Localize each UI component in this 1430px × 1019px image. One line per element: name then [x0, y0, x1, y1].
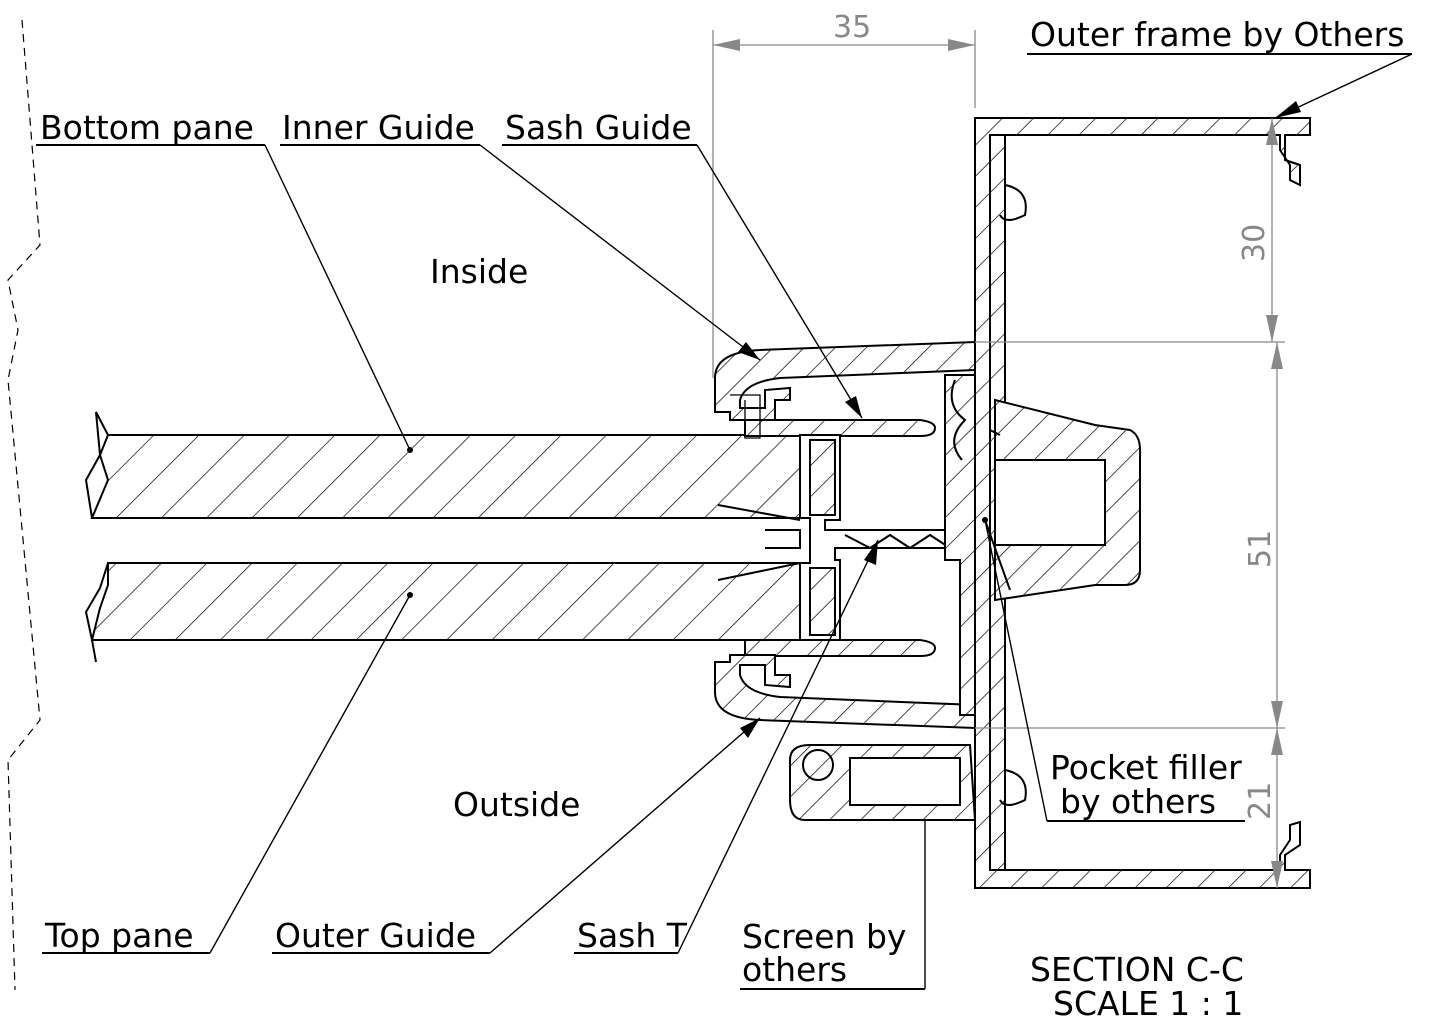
label-pocket-filler-2: by others — [1060, 782, 1216, 821]
label-inner-guide: Inner Guide — [282, 108, 475, 147]
callout-pocket-filler: Pocket filler by others — [982, 517, 1245, 822]
dim-35-text: 35 — [833, 10, 871, 45]
label-sash-guide: Sash Guide — [505, 108, 692, 147]
callout-top-pane: Top pane — [42, 592, 413, 955]
dim-21-text: 21 — [1243, 782, 1278, 820]
dimension-30: 30 — [975, 118, 1285, 343]
label-outer-guide: Outer Guide — [275, 916, 476, 955]
sash-guide-lower-profile — [744, 639, 937, 657]
callout-sash-t: Sash T — [574, 539, 879, 955]
dimension-51: 51 — [975, 342, 1285, 729]
outer-guide-profile — [714, 654, 976, 730]
label-outside: Outside — [453, 785, 580, 824]
seal-strip — [944, 374, 976, 716]
screen-profile — [789, 744, 977, 821]
label-scale: SCALE 1 : 1 — [1053, 984, 1243, 1019]
callout-sash-guide: Sash Guide — [502, 108, 863, 419]
callout-screen: Screen by others — [740, 820, 926, 990]
break-line — [7, 19, 41, 991]
callout-outer-frame: Outer frame by Others — [1027, 15, 1413, 119]
label-pocket-filler-1: Pocket filler — [1050, 748, 1242, 787]
bottom-pane-glass — [84, 411, 801, 519]
callout-inner-guide: Inner Guide — [280, 108, 761, 361]
label-sash-t: Sash T — [577, 916, 688, 955]
pocket-filler-profile — [984, 398, 1141, 602]
dimension-35: 35 — [712, 10, 976, 378]
label-outer-frame: Outer frame by Others — [1030, 15, 1404, 54]
section-title: SECTION C-C SCALE 1 : 1 — [1030, 950, 1244, 1019]
sash-guide-profile — [730, 394, 937, 439]
label-bottom-pane: Bottom pane — [40, 108, 254, 147]
inner-guide-profile — [714, 340, 976, 421]
label-inside: Inside — [430, 252, 528, 291]
callout-outer-guide: Outer Guide — [272, 717, 761, 955]
label-screen-2: others — [742, 950, 847, 989]
dim-51-text: 51 — [1243, 530, 1278, 568]
sash-t-profile — [717, 434, 962, 641]
label-screen-1: Screen by — [742, 917, 906, 956]
top-pane-glass — [84, 562, 801, 663]
callout-bottom-pane: Bottom pane — [36, 108, 413, 453]
label-top-pane: Top pane — [44, 916, 194, 955]
label-section: SECTION C-C — [1030, 950, 1244, 989]
dim-30-text: 30 — [1237, 224, 1272, 262]
dimension-21: 21 — [1243, 728, 1283, 888]
